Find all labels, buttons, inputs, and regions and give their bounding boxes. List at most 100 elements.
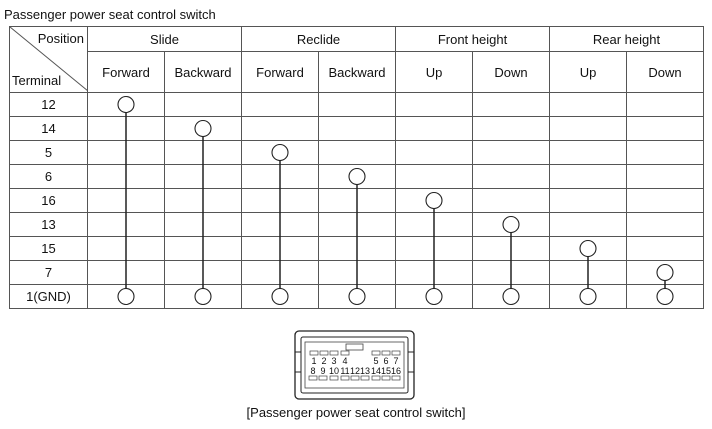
table-cell: [164, 284, 242, 309]
continuity-table: Position Terminal Slide Reclide Front he…: [9, 26, 704, 309]
terminal-row: 7: [9, 260, 704, 285]
table-cell: [549, 164, 627, 189]
connector-pin-label: 4: [342, 356, 347, 366]
connector-pin-slot: [309, 350, 319, 356]
table-cell: [549, 140, 627, 165]
table-cell: [626, 284, 704, 309]
table-cell: [472, 116, 550, 141]
table-cell: [626, 116, 704, 141]
table-cell: [87, 212, 165, 237]
connector-pin-label: 6: [383, 356, 388, 366]
terminal-row: 1(GND): [9, 284, 704, 309]
terminal-row: 13: [9, 212, 704, 237]
connector-top-slots: [309, 350, 401, 356]
table-cell: [395, 284, 473, 309]
table-cell: [241, 236, 319, 261]
connector-pin-slot: [360, 375, 370, 381]
connector-pin-label: 16: [391, 366, 401, 376]
connector-pin-slot: [371, 375, 381, 381]
position-header: Position: [37, 31, 84, 46]
table-cell: [626, 164, 704, 189]
header-corner: Position Terminal: [9, 26, 88, 93]
terminal-label: 5: [9, 140, 88, 165]
connector-pin-slot: [371, 350, 381, 356]
terminal-label: 13: [9, 212, 88, 237]
table-cell: [241, 212, 319, 237]
table-cell: [241, 164, 319, 189]
table-cell: [549, 212, 627, 237]
table-cell: [241, 188, 319, 213]
table-cell: [395, 164, 473, 189]
connector-pin-label: 5: [373, 356, 378, 366]
table-cell: [87, 140, 165, 165]
table-cell: [549, 236, 627, 261]
column-header: Up: [395, 51, 473, 93]
connector-pin-label: 1: [311, 356, 316, 366]
connector-pin-label: 7: [393, 356, 398, 366]
table-cell: [472, 92, 550, 117]
table-cell: [164, 140, 242, 165]
connector-pin-label: 13: [360, 366, 370, 376]
connector-pin-slot: [381, 375, 391, 381]
table-cell: [318, 188, 396, 213]
table-cell: [87, 284, 165, 309]
table-cell: [626, 212, 704, 237]
column-header: Forward: [87, 51, 165, 93]
table-cell: [164, 212, 242, 237]
group-header-reclide: Reclide: [241, 26, 396, 52]
table-cell: [626, 260, 704, 285]
table-cell: [241, 116, 319, 141]
connector-pin-label: 11: [340, 366, 349, 376]
table-cell: [164, 164, 242, 189]
connector-pin-slot: [340, 375, 350, 381]
table-cell: [472, 284, 550, 309]
table-cell: [626, 140, 704, 165]
connector-pin-label: 9: [320, 366, 325, 376]
table-cell: [549, 188, 627, 213]
table-cell: [549, 116, 627, 141]
table-cell: [472, 236, 550, 261]
figure-caption: [Passenger power seat control switch]: [246, 405, 466, 420]
table-cell: [318, 116, 396, 141]
column-header: Up: [549, 51, 627, 93]
corner-diagonal: [10, 27, 88, 91]
group-header-front-height: Front height: [395, 26, 550, 52]
group-header-slide: Slide: [87, 26, 242, 52]
table-cell: [241, 140, 319, 165]
table-cell: [626, 92, 704, 117]
table-cell: [87, 260, 165, 285]
table-cell: [472, 140, 550, 165]
table-cell: [472, 212, 550, 237]
connector-bottom-slots: [308, 375, 401, 381]
connector-pin-label: 14: [371, 366, 381, 376]
column-header: Down: [626, 51, 704, 93]
table-cell: [318, 212, 396, 237]
table-cell: [87, 164, 165, 189]
table-cell: [241, 92, 319, 117]
column-header: Forward: [241, 51, 319, 93]
connector-pin-label: 15: [381, 366, 391, 376]
group-header-rear-height: Rear height: [549, 26, 704, 52]
connector-pin-label: 12: [350, 366, 360, 376]
table-cell: [318, 284, 396, 309]
connector-pin-slot: [350, 375, 360, 381]
table-cell: [318, 260, 396, 285]
table-cell: [626, 236, 704, 261]
table-cell: [164, 116, 242, 141]
table-cell: [318, 164, 396, 189]
table-cell: [87, 188, 165, 213]
table-cell: [395, 140, 473, 165]
table-cell: [318, 140, 396, 165]
column-header: Backward: [318, 51, 396, 93]
table-cell: [472, 164, 550, 189]
terminal-row: 12: [9, 92, 704, 117]
connector-pin-slot: [308, 375, 318, 381]
table-cell: [395, 212, 473, 237]
connector-pin-slot: [329, 350, 339, 356]
terminal-row: 5: [9, 140, 704, 165]
terminal-label: 12: [9, 92, 88, 117]
connector-pin-slot: [381, 350, 391, 356]
